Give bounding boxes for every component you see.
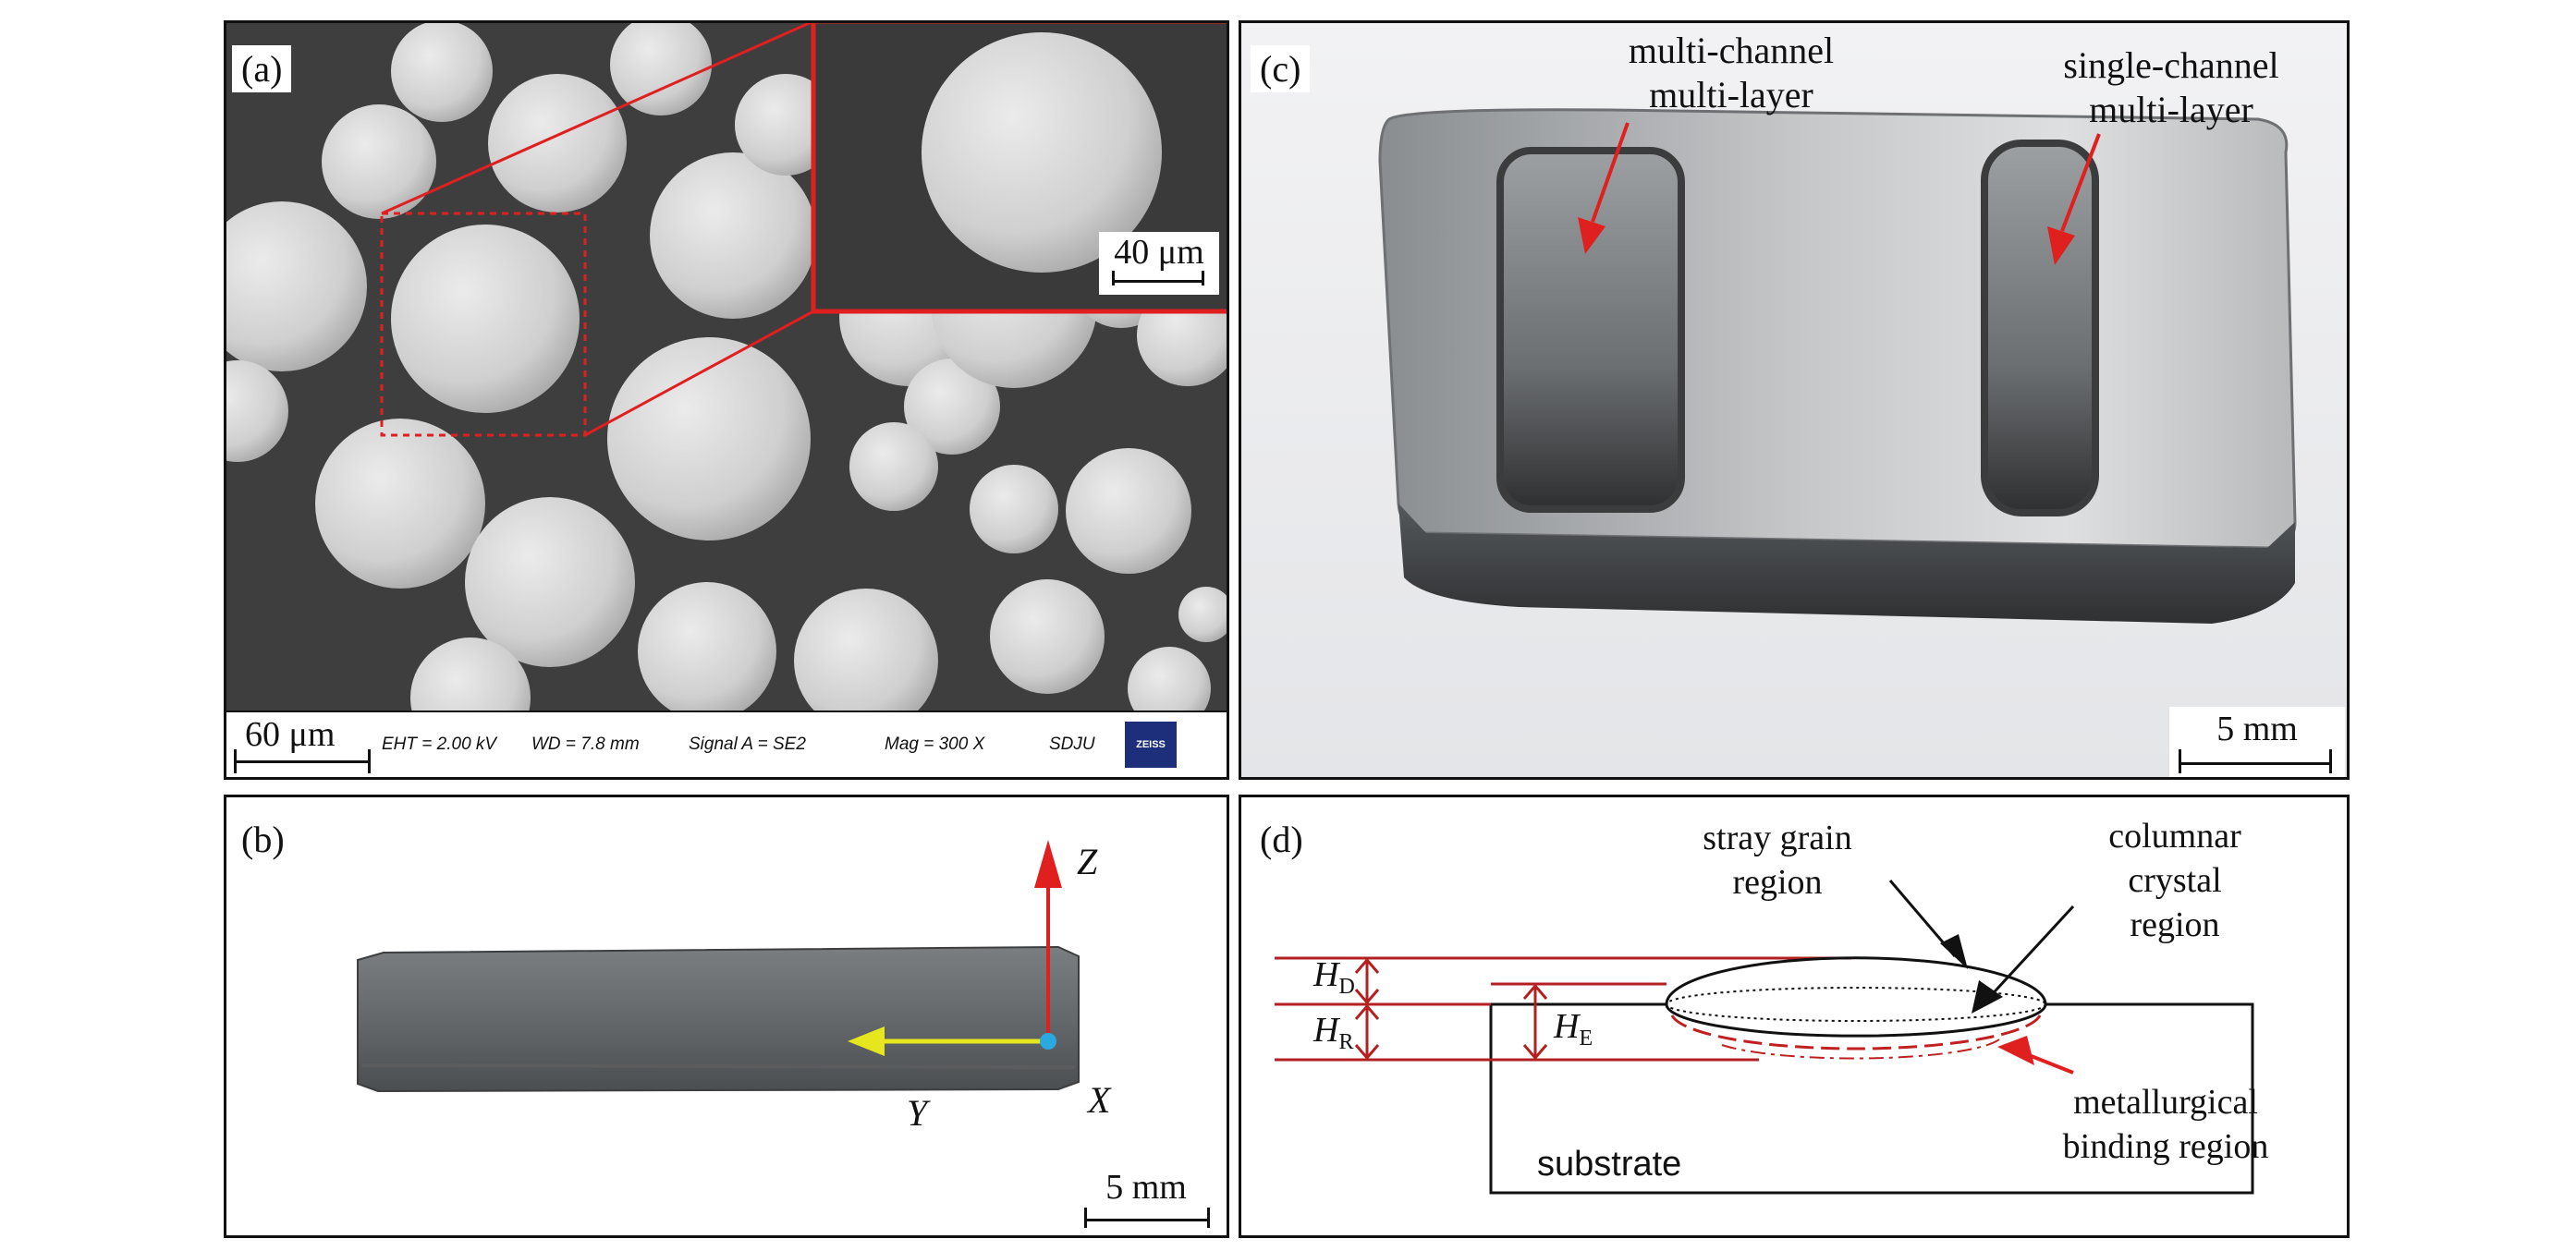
sem-lab: SDJU (1049, 735, 1095, 754)
zeiss-logo: ZEISS (1125, 722, 1177, 768)
single-channel-arrow (2060, 133, 2101, 232)
multi-channel-track (1496, 147, 1685, 513)
stray-grain-label: stray grain region (1703, 819, 1852, 902)
inset-scale-label: 40 μm (1114, 233, 1204, 272)
hr-label: HR (1313, 1011, 1354, 1054)
schematic-diagram (1275, 880, 2254, 1195)
sem-info-bar: 60 μm EHT = 2.00 kV WD = 7.8 mm Signal A… (226, 711, 1227, 777)
sem-eht: EHT = 2.00 kV (382, 735, 497, 754)
sem-wd: WD = 7.8 mm (531, 735, 640, 754)
scale-label-c: 5 mm (2216, 710, 2298, 748)
inset-scalebar: 40 μm (1099, 232, 1219, 295)
origin-dot (1040, 1033, 1056, 1050)
panel-b: (b) Z Y X 5 mm (224, 795, 1229, 1238)
panel-c: (c) multi-channel multi-layer single-cha… (1239, 20, 2350, 780)
panel-label: (a) (232, 45, 292, 92)
scalebar-b: 5 mm (1077, 1167, 1215, 1232)
he-label: HE (1554, 1007, 1593, 1051)
hd-label: HD (1313, 955, 1355, 999)
deposited-layer-outline (1665, 956, 2047, 1005)
panel-d: (d) stray grain re (1239, 795, 2350, 1238)
panel-label: (c) (1251, 45, 1311, 92)
metallurgical-label: metallurgical binding region (2062, 1083, 2269, 1166)
panel-label: (d) (1251, 816, 1312, 863)
multi-channel-arrow (1591, 122, 1630, 223)
scale-label-b: 5 mm (1105, 1168, 1187, 1207)
sample-photo (357, 840, 1080, 1093)
axis-y-label: Y (907, 1092, 928, 1134)
sem-image (226, 23, 1227, 712)
substrate-outline (1489, 1002, 2254, 1195)
columnar-arrow (1984, 905, 2075, 1002)
axis-z-label: Z (1077, 841, 1098, 882)
multi-channel-label: multi-channel multi-layer (1628, 30, 1835, 115)
panel-a: (a) 40 μm 60 μm EHT = 2.00 kV WD = 7.8 m… (224, 20, 1229, 780)
sem-mag: Mag = 300 X (885, 735, 985, 754)
axis-x-label: X (1088, 1079, 1111, 1121)
panel-label: (b) (232, 816, 294, 863)
columnar-label: columnar crystal region (2108, 817, 2241, 944)
single-channel-label: single-channel multi-layer (2063, 44, 2279, 130)
scalebar-c: 5 mm (2169, 707, 2345, 777)
sem-signal: Signal A = SE2 (689, 735, 806, 754)
block-photo (1241, 23, 2347, 777)
zoom-selection-box (380, 212, 587, 437)
single-channel-track (1981, 140, 2099, 516)
sem-scale-label: 60 μm (245, 715, 336, 754)
substrate-label: substrate (1537, 1145, 1682, 1184)
